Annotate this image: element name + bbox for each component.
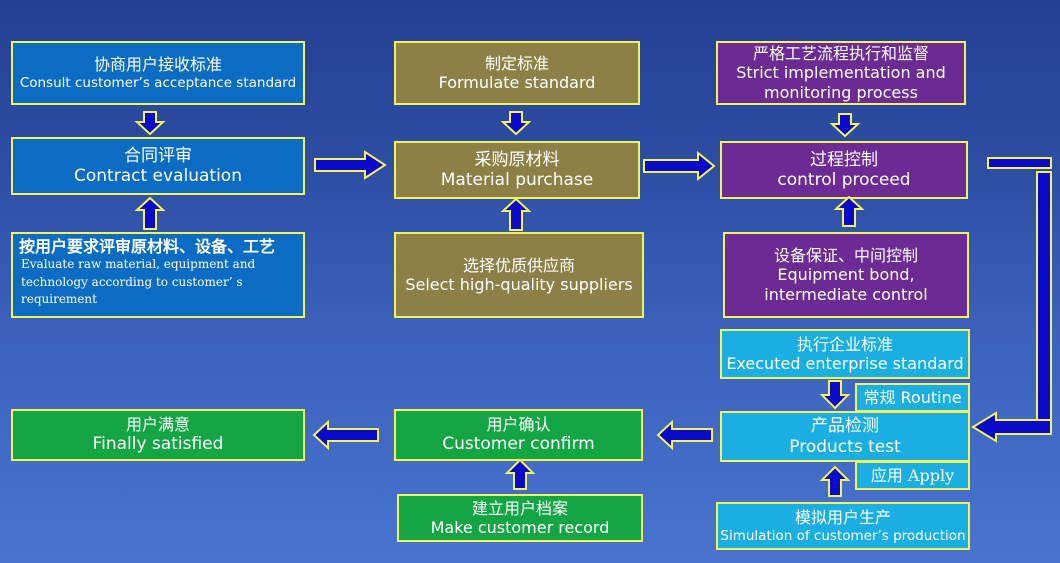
strict-implementation-en-line1: Strict implementation and — [736, 63, 946, 83]
arrow-up-evaluate-to-contract — [134, 196, 166, 230]
strict-implementation-en-line2: monitoring process — [764, 82, 918, 102]
select-suppliers-zh: 选择优质供应商 — [462, 255, 575, 275]
consult-acceptance-standard-box: 协商用户接收标准 Consult customer’s acceptance s… — [11, 41, 305, 105]
apply-tag: 应用 Apply — [855, 461, 970, 490]
control-proceed-zh: 过程控制 — [810, 149, 878, 170]
arrow-right-purchase-to-control — [643, 150, 716, 182]
customer-confirm-box: 用户确认 Customer confirm — [394, 409, 643, 461]
products-test-en: Products test — [789, 436, 901, 457]
material-purchase-box: 采购原材料 Material purchase — [394, 141, 640, 199]
evaluate-raw-en: Evaluate raw material, equipment and tec… — [21, 257, 256, 306]
finally-satisfied-en: Finally satisfied — [92, 434, 224, 455]
products-test-box: 产品检测 Products test — [720, 411, 970, 462]
arrow-up-suppliers-to-purchase — [500, 197, 532, 231]
customer-record-zh: 建立用户档案 — [471, 498, 568, 518]
customer-record-en: Make customer record — [430, 518, 610, 537]
arrow-down-formulate-to-purchase — [500, 111, 532, 136]
executed-standard-en: Executed enterprise standard — [726, 354, 964, 373]
formulate-standard-zh: 制定标准 — [484, 53, 549, 73]
strict-implementation-zh: 严格工艺流程执行和监督 — [752, 44, 929, 64]
equipment-bond-box: 设备保证、中间控制 Equipment bond, intermediate c… — [723, 232, 969, 318]
formulate-standard-box: 制定标准 Formulate standard — [394, 41, 640, 105]
consult-standard-en: Consult customer’s acceptance standard — [19, 74, 297, 91]
simulation-zh: 模拟用户生产 — [794, 508, 891, 528]
contract-evaluation-zh: 合同评审 — [124, 145, 192, 166]
arrow-left-connector-to-test — [971, 411, 1052, 443]
customer-record-box: 建立用户档案 Make customer record — [397, 494, 643, 542]
arrow-down-strict-to-control — [829, 113, 861, 138]
select-suppliers-box: 选择优质供应商 Select high-quality suppliers — [394, 232, 644, 318]
customer-confirm-zh: 用户确认 — [486, 415, 551, 435]
evaluate-raw-material-box: 按用户要求评审原材料、设备、工艺 Evaluate raw material, … — [11, 232, 305, 318]
contract-evaluation-en: Contract evaluation — [74, 166, 242, 186]
control-proceed-en: control proceed — [777, 170, 911, 190]
select-suppliers-en: Select high-quality suppliers — [405, 275, 633, 294]
formulate-standard-en: Formulate standard — [438, 73, 596, 92]
arrow-down-consult-to-contract — [134, 111, 166, 136]
equipment-bond-en-line2: intermediate control — [764, 284, 928, 304]
arrow-right-contract-to-purchase — [314, 150, 387, 180]
material-purchase-en: Material purchase — [440, 170, 594, 190]
equipment-bond-en-line1: Equipment bond, — [777, 265, 915, 285]
arrow-up-equipment-to-control — [833, 195, 865, 227]
evaluate-raw-zh: 按用户要求评审原材料、设备、工艺 — [19, 237, 276, 256]
customer-confirm-en: Customer confirm — [442, 434, 595, 455]
material-purchase-zh: 采购原材料 — [474, 149, 560, 170]
arrow-left-confirm-to-satisfied — [312, 419, 379, 451]
connector-from-control — [987, 157, 1052, 169]
apply-label: 应用 Apply — [870, 465, 955, 485]
products-test-zh: 产品检测 — [811, 416, 879, 437]
routine-label: 常规 Routine — [863, 387, 962, 407]
consult-standard-zh: 协商用户接收标准 — [93, 55, 222, 75]
contract-evaluation-box: 合同评审 Contract evaluation — [11, 137, 305, 195]
finally-satisfied-zh: 用户满意 — [125, 415, 190, 435]
finally-satisfied-box: 用户满意 Finally satisfied — [11, 409, 305, 461]
control-proceed-box: 过程控制 control proceed — [720, 141, 968, 199]
arrow-left-test-to-confirm — [656, 419, 713, 451]
arrow-down-executed-to-test — [819, 380, 851, 410]
routine-tag: 常规 Routine — [855, 383, 970, 412]
arrow-up-record-to-confirm — [504, 458, 536, 490]
simulation-en: Simulation of customer’s production — [720, 527, 966, 544]
strict-implementation-box: 严格工艺流程执行和监督 Strict implementation and mo… — [716, 41, 966, 105]
executed-standard-zh: 执行企业标准 — [796, 334, 893, 354]
simulation-production-box: 模拟用户生产 Simulation of customer’s producti… — [716, 502, 970, 550]
arrow-up-simulation-to-test — [819, 465, 851, 497]
executed-enterprise-standard-box: 执行企业标准 Executed enterprise standard — [720, 329, 970, 379]
equipment-bond-zh: 设备保证、中间控制 — [773, 246, 918, 266]
connector-vertical — [1036, 171, 1052, 423]
